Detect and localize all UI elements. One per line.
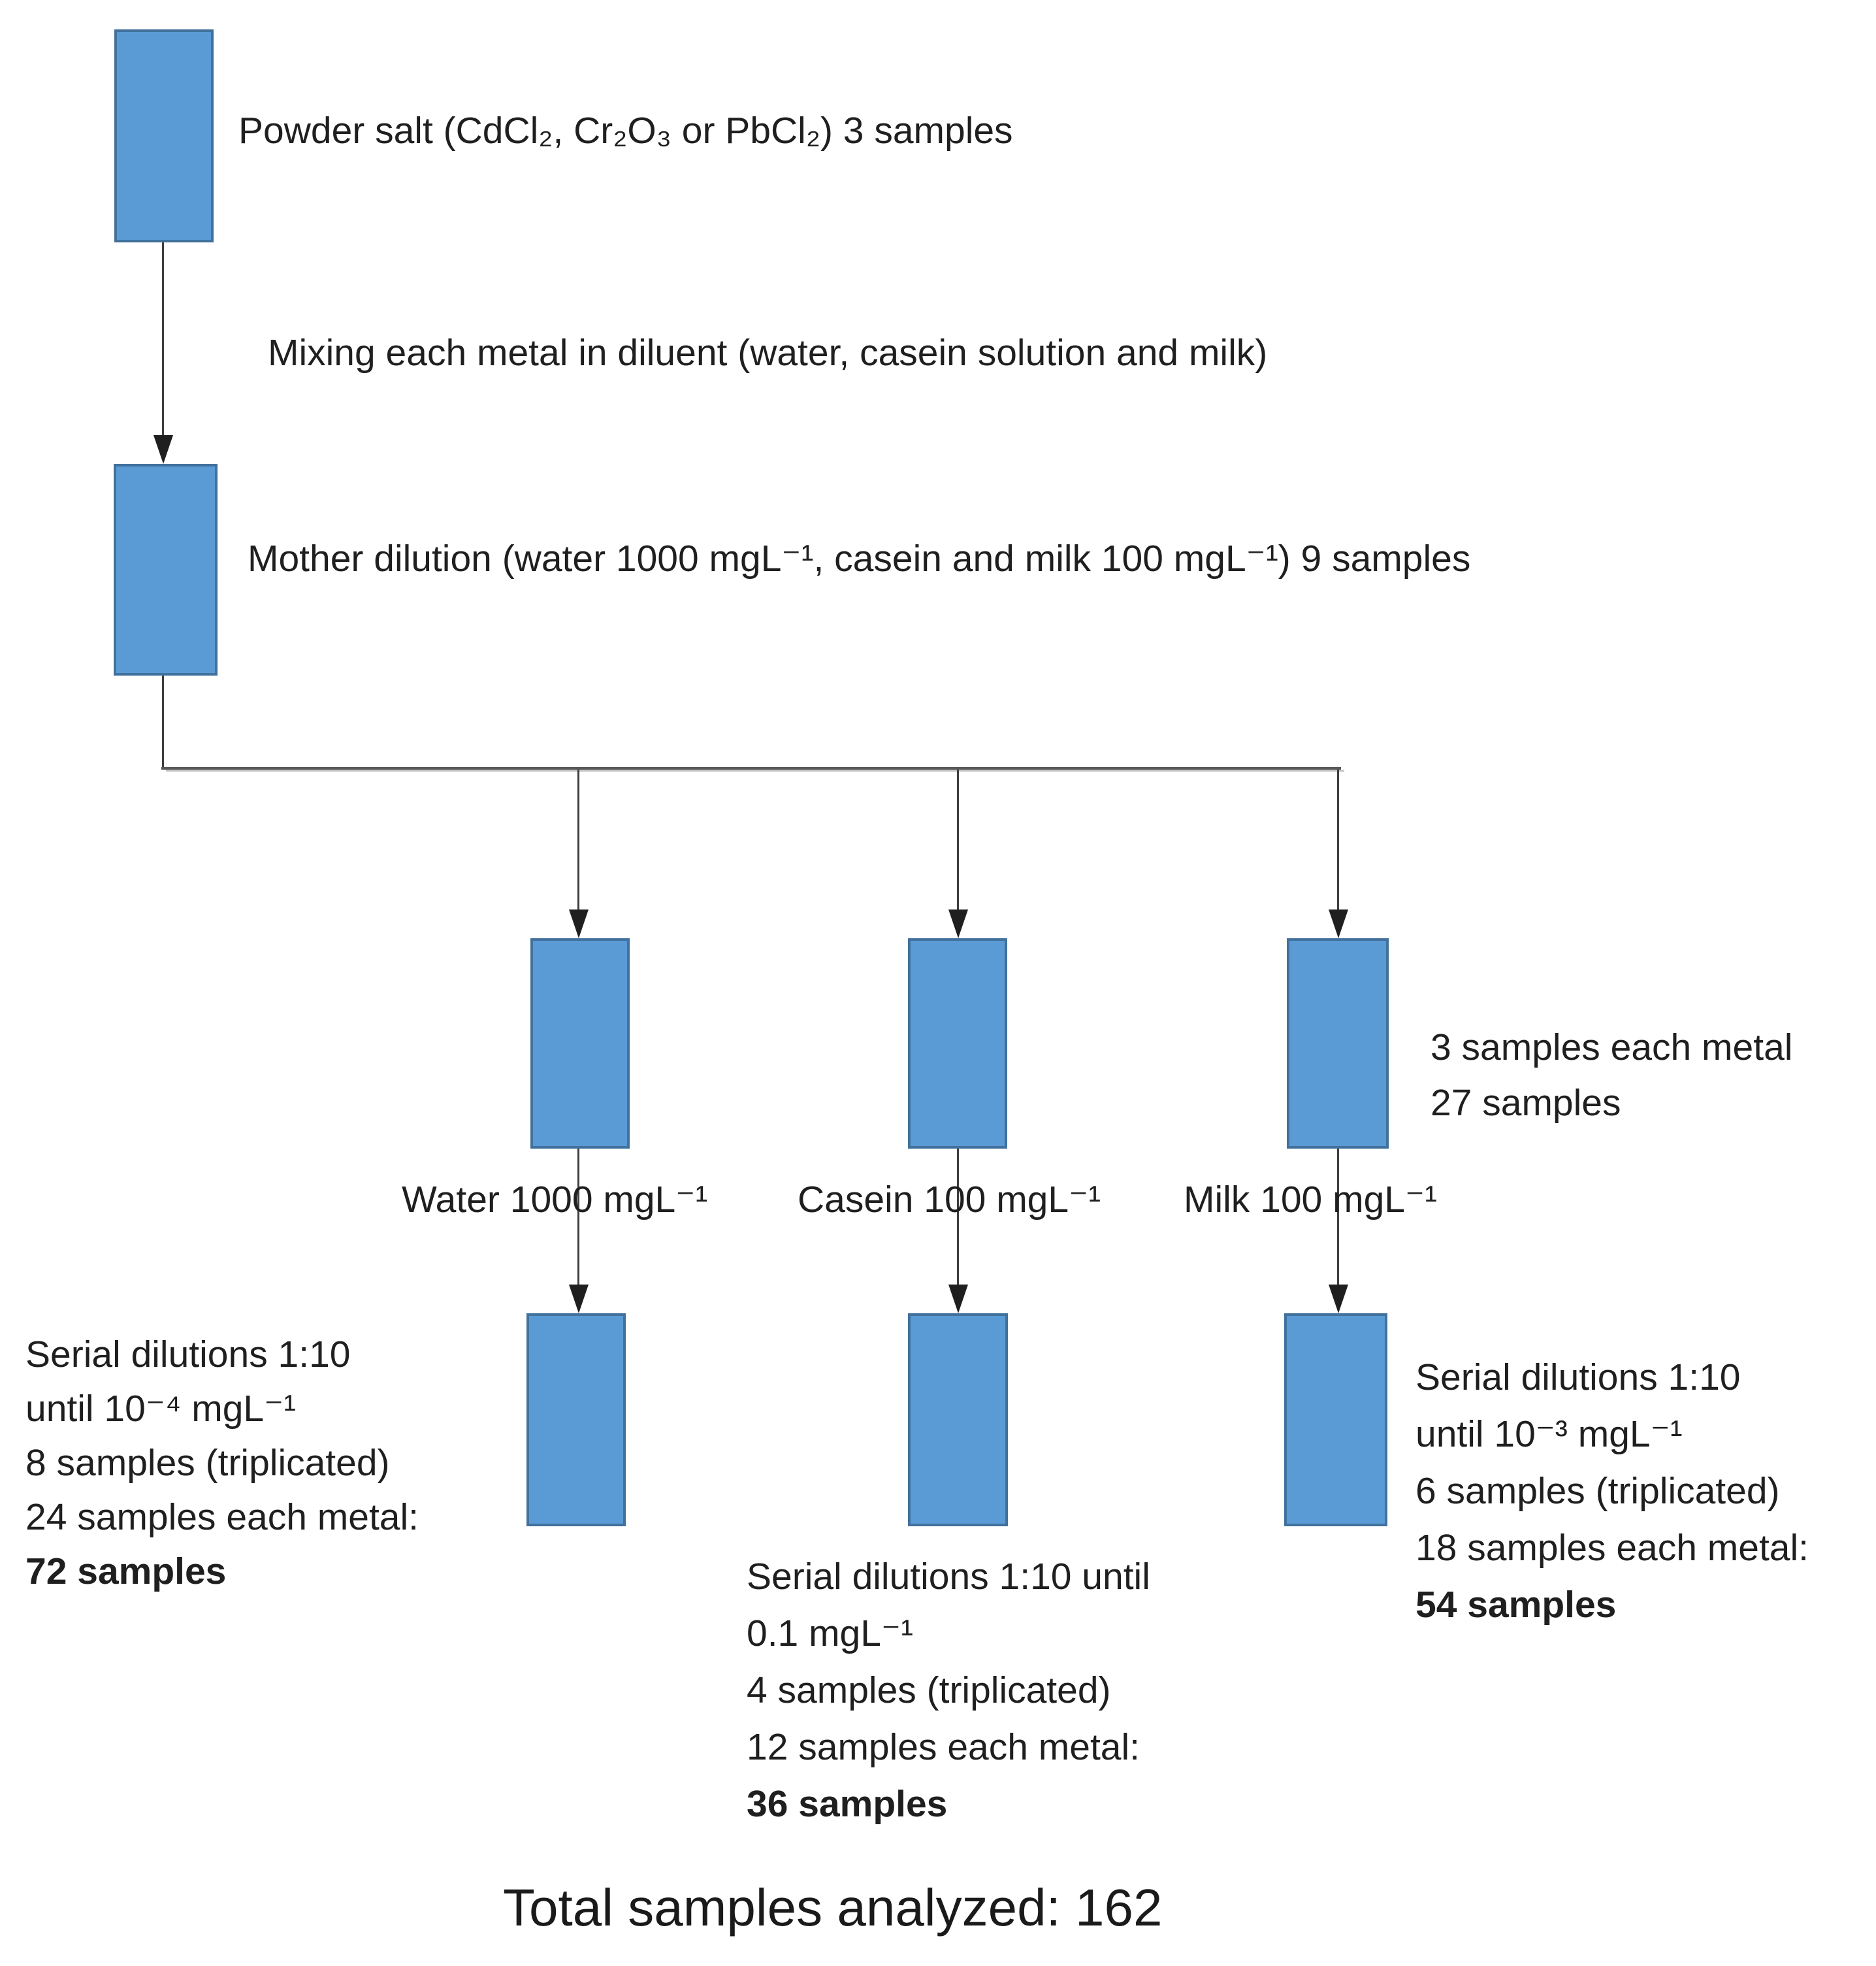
- milk-dose-label: Milk 100 mgL⁻¹: [1184, 1179, 1438, 1221]
- mixing-note-label: Mixing each metal in diluent (water, cas…: [268, 332, 1268, 374]
- arrow-branch-casein-line: [957, 770, 959, 912]
- arrow-milk-serial-head: [1329, 1285, 1348, 1313]
- branch-note: 3 samples each metal 27 samples: [1431, 1020, 1792, 1131]
- branch-distribution-line: [161, 767, 1341, 770]
- milk-serial-text: Serial dilutions 1:10 until 10⁻³ mgL⁻¹ 6…: [1415, 1349, 1809, 1633]
- arrow-water-serial-head: [569, 1285, 589, 1313]
- water-serial-box: [526, 1313, 626, 1526]
- mother-dilution-box: [114, 464, 218, 676]
- milk-serial-line-2: until 10⁻³ mgL⁻¹: [1415, 1413, 1683, 1455]
- milk-serial-line-4: 18 samples each metal:: [1415, 1527, 1809, 1569]
- arrow-branch-milk-line: [1337, 770, 1339, 912]
- mother-dilution-label: Mother dilution (water 1000 mgL⁻¹, casei…: [248, 538, 1471, 580]
- arrow-powder-to-mother-line: [162, 242, 164, 436]
- casein-serial-text: Serial dilutions 1:10 until 0.1 mgL⁻¹ 4 …: [747, 1548, 1150, 1833]
- casein-dilution-box: [908, 938, 1007, 1149]
- milk-serial-total: 54 samples: [1415, 1584, 1617, 1626]
- casein-serial-line-1: Serial dilutions 1:10 until: [747, 1556, 1150, 1597]
- casein-serial-line-2: 0.1 mgL⁻¹: [747, 1613, 914, 1654]
- casein-serial-total: 36 samples: [747, 1783, 948, 1825]
- casein-serial-box: [908, 1313, 1008, 1526]
- arrow-branch-water-line: [577, 770, 579, 912]
- milk-serial-box: [1284, 1313, 1387, 1526]
- powder-salt-label: Powder salt (CdCl₂, Cr₂O₃ or PbCl₂) 3 sa…: [238, 110, 1013, 152]
- water-dose-label: Water 1000 mgL⁻¹: [402, 1179, 708, 1221]
- casein-serial-line-4: 12 samples each metal:: [747, 1726, 1140, 1768]
- branch-note-line-2: 27 samples: [1431, 1082, 1621, 1124]
- arrow-branch-water-head: [569, 909, 589, 938]
- arrow-milk-serial-line: [1337, 1149, 1339, 1287]
- arrow-branch-milk-head: [1329, 909, 1348, 938]
- arrow-powder-to-mother-head: [154, 435, 173, 464]
- arrow-branch-casein-head: [948, 909, 968, 938]
- branch-distribution-line-shadow: [166, 770, 1344, 772]
- arrow-casein-serial-head: [948, 1285, 968, 1313]
- water-serial-line-4: 24 samples each metal:: [25, 1496, 419, 1538]
- milk-dilution-box: [1287, 938, 1389, 1149]
- powder-salt-box: [114, 29, 214, 242]
- arrow-water-serial-line: [577, 1149, 579, 1287]
- casein-serial-line-3: 4 samples (triplicated): [747, 1669, 1111, 1711]
- branch-note-line-1: 3 samples each metal: [1431, 1026, 1793, 1068]
- water-serial-line-2: until 10⁻⁴ mgL⁻¹: [25, 1388, 297, 1430]
- total-samples-label: Total samples analyzed: 162: [503, 1878, 1163, 1937]
- water-serial-total: 72 samples: [25, 1550, 227, 1592]
- casein-dose-label: Casein 100 mgL⁻¹: [798, 1179, 1101, 1221]
- mother-connector-line: [162, 676, 164, 769]
- water-dilution-box: [530, 938, 630, 1149]
- milk-serial-line-3: 6 samples (triplicated): [1415, 1470, 1780, 1512]
- water-serial-line-1: Serial dilutions 1:10: [25, 1334, 351, 1375]
- arrow-casein-serial-line: [957, 1149, 959, 1287]
- water-serial-line-3: 8 samples (triplicated): [25, 1442, 390, 1484]
- milk-serial-line-1: Serial dilutions 1:10: [1415, 1356, 1741, 1398]
- water-serial-text: Serial dilutions 1:10 until 10⁻⁴ mgL⁻¹ 8…: [25, 1328, 419, 1599]
